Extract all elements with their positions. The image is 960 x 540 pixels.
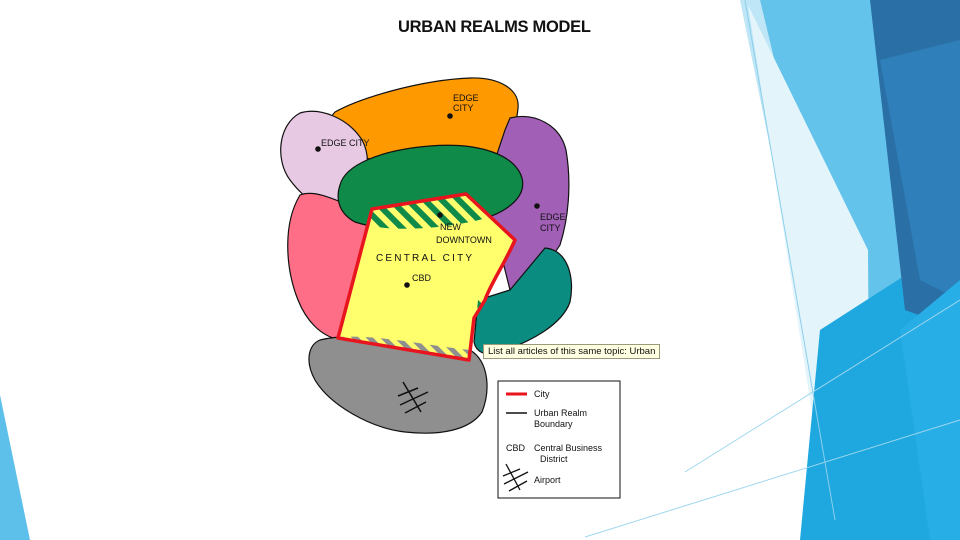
city-boundary (336, 192, 517, 362)
theme-panel-left (0, 395, 30, 540)
edge-city-right-label: CITY (540, 223, 561, 233)
new-downtown-label: NEW (440, 222, 462, 232)
airport-icon (397, 381, 429, 414)
theme-panel-cyan (900, 280, 960, 540)
edge-city-left-label: EDGE CITY (321, 138, 370, 148)
topic-tooltip[interactable]: List all articles of this same topic: Ur… (483, 344, 661, 359)
edge-city-top-dot (447, 113, 453, 119)
edge-city-left-dot (315, 146, 321, 152)
page-title: URBAN REALMS MODEL (398, 18, 591, 36)
theme-line (584, 419, 960, 538)
legend-cbd-label: Central Business (534, 443, 603, 453)
edge-city-right-label: EDGE (540, 212, 566, 222)
new-downtown-label: DOWNTOWN (436, 235, 492, 245)
central-city-label: CENTRAL CITY (376, 253, 474, 264)
edge-city-top-label: EDGE (453, 93, 479, 103)
realm-red-pink (287, 192, 373, 341)
legend: City Urban Realm Boundary CBD Central Bu… (497, 380, 621, 499)
central-city (338, 194, 515, 360)
urban-realms-diagram: EDGE CITY EDGE CITY EDGE CITY NEW DOWNTO… (280, 77, 573, 434)
legend-boundary-label: Boundary (534, 419, 573, 429)
theme-line (684, 299, 960, 473)
cbd-label: CBD (412, 273, 432, 283)
edge-city-right-dot (534, 203, 540, 209)
legend-city-label: City (534, 389, 550, 399)
legend-airport-icon (502, 463, 529, 492)
edge-city-top-label: CITY (453, 103, 474, 113)
legend-cbd-abbr: CBD (506, 443, 526, 453)
legend-airport-label: Airport (534, 475, 561, 485)
realm-teal (473, 247, 573, 355)
theme-panel-steel (880, 40, 960, 300)
new-downtown-dot (437, 212, 443, 218)
legend-boundary-label: Urban Realm (534, 408, 587, 418)
legend-cbd-label: District (540, 454, 568, 464)
legend-box (497, 380, 621, 499)
theme-line (744, 0, 836, 521)
cbd-dot (404, 282, 410, 288)
